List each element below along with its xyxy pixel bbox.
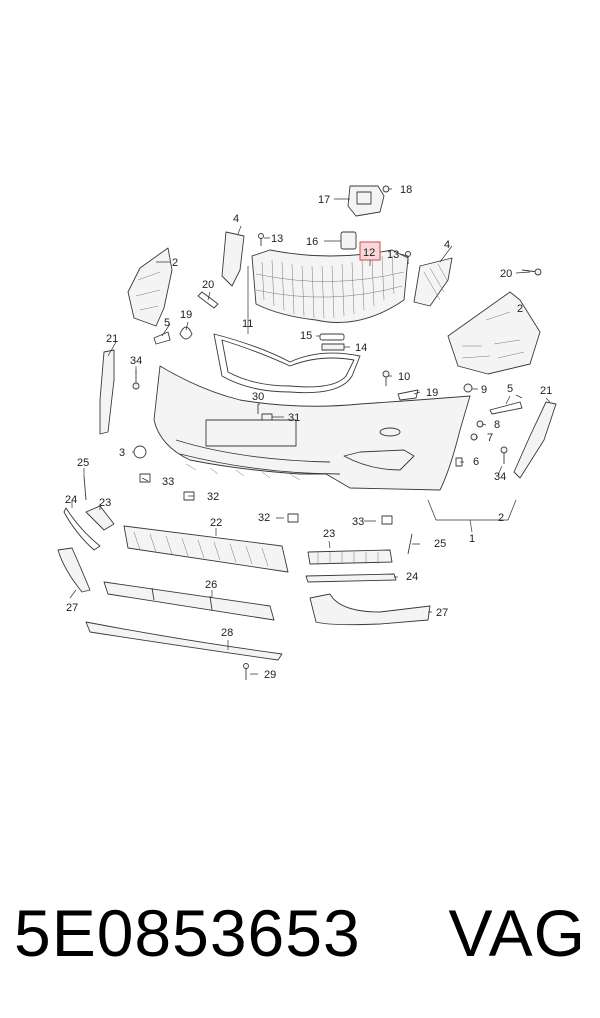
strip-part-21-right[interactable] [513,401,557,479]
bumper-cover-part-1[interactable] [153,365,471,491]
callout-34-right[interactable]: 34 [494,471,506,483]
clip-part-33-left[interactable] [139,473,151,483]
callout-18[interactable]: 18 [400,184,412,196]
callout-34-left[interactable]: 34 [130,355,142,367]
cover-part-5-left[interactable] [153,331,171,345]
holder-part-20-left[interactable] [197,291,219,309]
leader-lines [69,188,551,675]
callout-32-right[interactable]: 32 [258,512,270,524]
callout-22[interactable]: 22 [210,517,222,529]
badge-part-14[interactable] [321,343,345,351]
callout-4-left[interactable]: 4 [233,213,239,225]
callout-23-right[interactable]: 23 [323,528,335,540]
sensor-part-16[interactable] [340,231,357,250]
radiator-grille-part-12[interactable] [251,249,409,323]
cap-part-3[interactable] [133,445,147,459]
callout-29[interactable]: 29 [264,669,276,681]
callout-2-left[interactable]: 2 [172,257,178,269]
screw-part-13-left[interactable] [258,233,264,247]
lower-grille-part-22[interactable] [123,525,289,573]
callout-6[interactable]: 6 [473,456,479,468]
clip-part-33-right[interactable] [381,515,393,525]
callout-9[interactable]: 9 [481,384,487,396]
callout-15[interactable]: 15 [300,330,312,342]
clip-part-34-left[interactable] [132,370,140,390]
callout-24-right[interactable]: 24 [406,571,418,583]
callout-24-left[interactable]: 24 [65,494,77,506]
callout-2-right[interactable]: 2 [517,303,523,315]
lip-part-28[interactable] [85,621,283,661]
emblem-part-15[interactable] [319,333,345,341]
bracket-part-10[interactable] [382,370,390,386]
grille-part-23-left[interactable] [85,505,115,531]
screw-part-29[interactable] [243,663,249,681]
brand-name: VAG [448,896,586,970]
strip-part-21-left[interactable] [99,349,115,435]
guide-part-2-left[interactable] [127,247,173,327]
callout-8[interactable]: 8 [494,419,500,431]
grille-part-4-right[interactable] [413,257,453,307]
grille-part-23-right[interactable] [307,549,393,565]
callout-14[interactable]: 14 [355,342,367,354]
plug-part-32-right[interactable] [287,513,299,523]
cover-part-5-right[interactable] [489,401,523,415]
callout-25-right[interactable]: 25 [434,538,446,550]
clip-part-34-right[interactable] [500,446,508,464]
bracket-part-4-left[interactable] [221,231,245,287]
callout-28[interactable]: 28 [221,627,233,639]
guide-part-2-right[interactable] [447,291,541,375]
part-number: 5E0853653 [14,896,361,970]
callout-21-left[interactable]: 21 [106,333,118,345]
callout-33-right[interactable]: 33 [352,516,364,528]
holder-part-20-right[interactable] [521,268,542,276]
part-footer: 5E0853653 VAG [0,888,600,988]
cap-part-19-left[interactable] [179,326,193,340]
callout-12[interactable]: 12 [363,247,375,259]
callout-3[interactable]: 3 [119,447,125,459]
spoiler-part-26[interactable] [103,581,275,621]
callout-33-left[interactable]: 33 [162,476,174,488]
callout-1[interactable]: 1 [469,533,475,545]
parts-diagram: 1 2 2 2 3 4 4 5 5 6 7 8 9 10 11 12 13 13… [57,184,557,681]
trim-part-27-right[interactable] [309,593,431,626]
bracket-part-25-left[interactable] [83,475,87,501]
callout-4-right[interactable]: 4 [444,239,450,251]
highlight-box-12 [359,241,381,261]
cap-part-19-right[interactable] [397,389,419,401]
callout-10[interactable]: 10 [398,371,410,383]
callout-20-right[interactable]: 20 [500,268,512,280]
screw-part-13-right[interactable] [405,251,411,265]
grille-frame-part-11[interactable] [213,333,361,394]
trim-part-24-right[interactable] [305,573,397,583]
callout-31[interactable]: 31 [288,412,300,424]
callout-13-right[interactable]: 13 [387,249,399,261]
callout-16[interactable]: 16 [306,236,318,248]
callout-23-left[interactable]: 23 [99,497,111,509]
callout-7[interactable]: 7 [487,432,493,444]
bracket-part-25-right[interactable] [407,533,413,555]
trim-part-24-left[interactable] [63,507,101,551]
callout-27-left[interactable]: 27 [66,602,78,614]
callout-5-right[interactable]: 5 [507,383,513,395]
callout-19-right[interactable]: 19 [426,387,438,399]
callout-17[interactable]: 17 [318,194,330,206]
callout-13-left[interactable]: 13 [271,233,283,245]
callout-labels: 1 2 2 2 3 4 4 5 5 6 7 8 9 10 11 12 13 13… [65,184,552,681]
callout-30[interactable]: 30 [252,391,264,403]
callout-27-right[interactable]: 27 [436,607,448,619]
callout-26[interactable]: 26 [205,579,217,591]
callout-11[interactable]: 11 [242,318,253,330]
nut-part-9[interactable] [463,383,473,393]
bracket-part-17[interactable] [347,185,385,217]
callout-32-left[interactable]: 32 [207,491,219,503]
callout-2-bottom[interactable]: 2 [498,512,504,524]
callout-5-left[interactable]: 5 [164,317,170,329]
trim-part-27-left[interactable] [57,547,91,593]
callout-25-left[interactable]: 25 [77,457,89,469]
callout-21-right[interactable]: 21 [540,385,552,397]
callout-19-left[interactable]: 19 [180,309,192,321]
callout-20-left[interactable]: 20 [202,279,214,291]
